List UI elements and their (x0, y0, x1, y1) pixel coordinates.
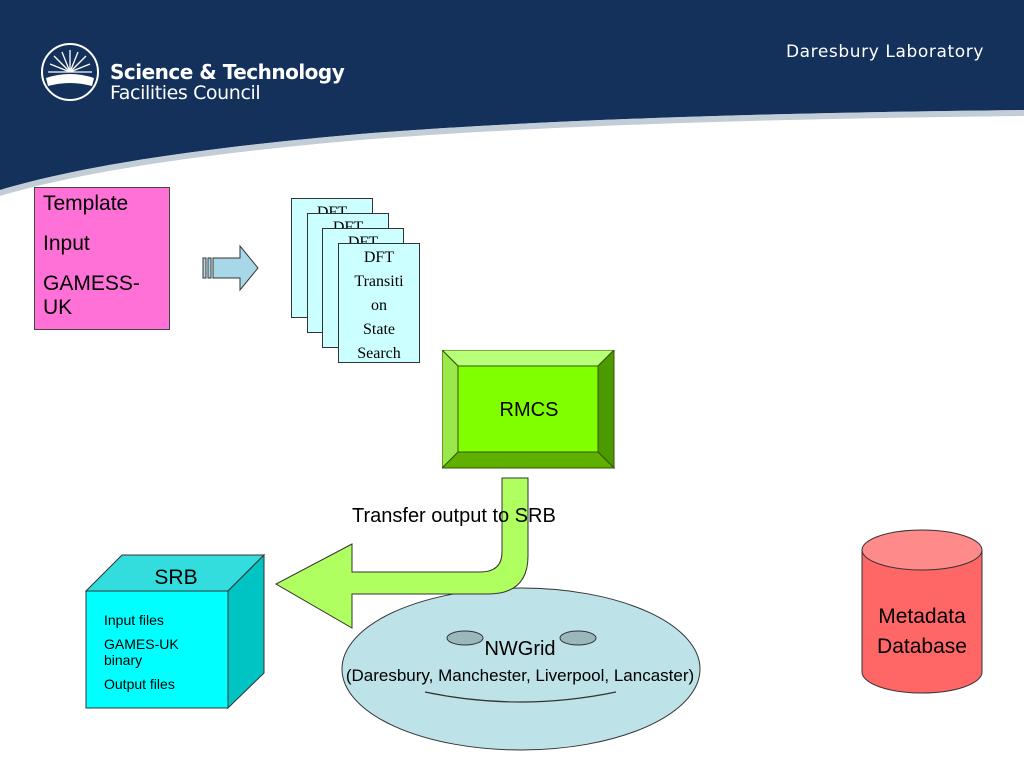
org-name-line2: Facilities Council (110, 82, 261, 104)
srb-item-input-files: Input files (104, 612, 164, 628)
srb-item-binary: GAMES-UK binary (104, 636, 179, 668)
nwgrid-title: NWGrid (484, 638, 556, 660)
transfer-label: Transfer output to SRB (352, 505, 556, 527)
rmcs-label: RMCS (499, 398, 559, 421)
srb-title: SRB (154, 566, 198, 589)
metadata-database-label: Metadata Database (862, 602, 982, 662)
nwgrid-cloud (341, 587, 701, 751)
input-label: Input (43, 232, 90, 255)
org-name-line1: Science & Technology (110, 60, 345, 84)
transfer-arrow (274, 477, 529, 629)
srb-cube (84, 553, 266, 710)
db-line-2: Database (877, 635, 967, 658)
right-arrow-icon (202, 244, 259, 292)
srb-item-output-files: Output files (104, 676, 175, 692)
template-label: Template (43, 192, 129, 215)
nwgrid-subtitle: (Daresbury, Manchester, Liverpool, Lanca… (345, 666, 695, 685)
dft-document-front: DFT Transiti on State Search (338, 243, 420, 363)
doc-line-2: Transiti (354, 273, 404, 290)
srb-file-list: Input files GAMES-UK binary Output files (104, 612, 224, 700)
doc-line-1: DFT (363, 249, 395, 266)
database-cylinder-icon (861, 529, 983, 694)
lab-title: Daresbury Laboratory (785, 42, 984, 62)
doc-line-3: on (371, 297, 387, 314)
db-line-1: Metadata (878, 605, 966, 628)
rmcs-box (442, 350, 616, 470)
header-banner (0, 0, 1024, 196)
gamess-uk-label: GAMESS-UK (43, 272, 140, 319)
doc-line-5: Search (357, 345, 401, 362)
template-input-box: Template Input GAMESS-UK (34, 187, 170, 330)
doc-line-4: State (363, 321, 395, 338)
starburst-logo-icon (41, 43, 99, 101)
